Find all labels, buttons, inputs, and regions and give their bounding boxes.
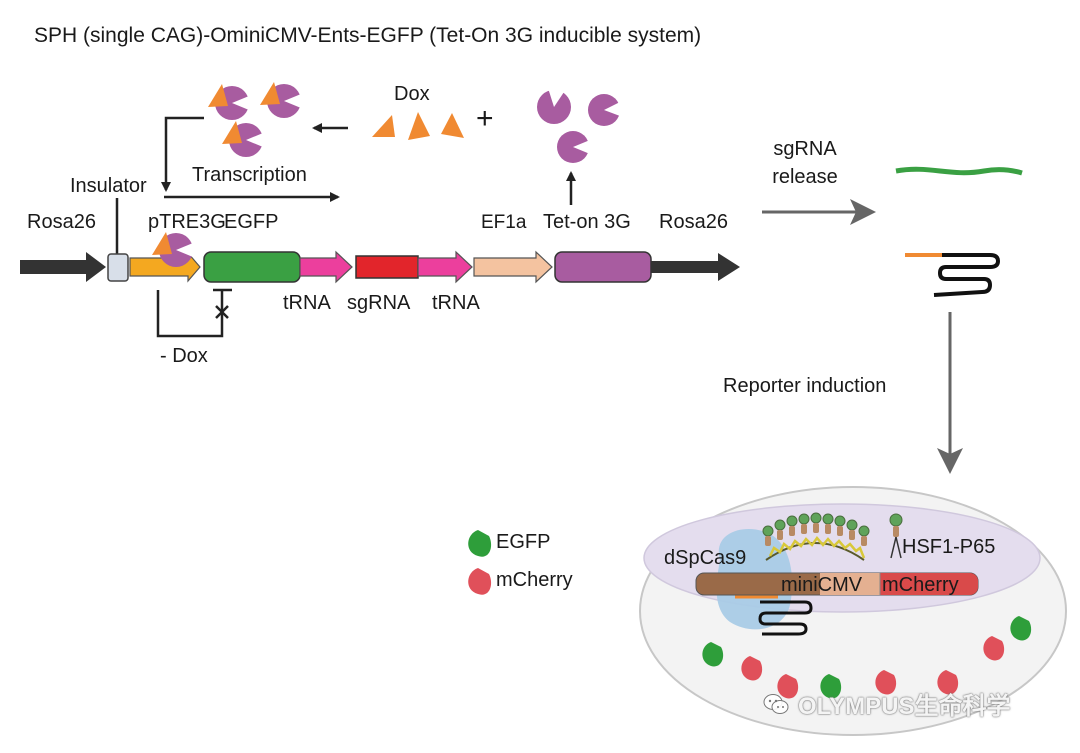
released-rna bbox=[895, 166, 1023, 176]
binding-arrow bbox=[161, 116, 204, 192]
bound-complex-1 bbox=[208, 84, 249, 120]
hsf1-p65-label: HSF1-P65 bbox=[902, 536, 996, 558]
rosa26-right-label: Rosa26 bbox=[659, 211, 728, 233]
minus-dox-label: - Dox bbox=[160, 345, 208, 367]
watermark-text: OLYMPUS生命科学 bbox=[798, 693, 1011, 720]
insulator-label: Insulator bbox=[70, 175, 147, 197]
sgrna-structure bbox=[905, 253, 1001, 297]
reporter-induction-label: Reporter induction bbox=[723, 375, 887, 397]
rosa26-left-label: Rosa26 bbox=[27, 211, 96, 233]
legend-markers bbox=[468, 530, 492, 595]
bound-complex-3 bbox=[222, 121, 263, 157]
minicmv-label: miniCMV bbox=[781, 574, 863, 596]
wechat-icon bbox=[763, 693, 789, 714]
diagram-title: SPH (single CAG)-OminiCMV-Ents-EGFP (Tet… bbox=[34, 24, 702, 47]
repression-path bbox=[156, 290, 224, 338]
dspcas9-label: dSpCas9 bbox=[664, 547, 747, 569]
teton3g-label: Tet-on 3G bbox=[543, 211, 631, 233]
cell bbox=[639, 486, 1067, 736]
sgrna-release-label-line2: release bbox=[772, 166, 838, 188]
dox-label: Dox bbox=[394, 83, 430, 105]
construct bbox=[20, 232, 740, 284]
legend-mcherry-label: mCherry bbox=[496, 569, 573, 591]
bound-complexes bbox=[208, 82, 301, 157]
trna-left-label: tRNA bbox=[283, 292, 331, 314]
sgrna-release-label-line1: sgRNA bbox=[773, 138, 837, 160]
ptre3g-label: pTRE3G bbox=[148, 211, 226, 233]
mcherry-gene-label: mCherry bbox=[882, 574, 959, 596]
legend-egfp-label: EGFP bbox=[496, 531, 551, 553]
transcription-label: Transcription bbox=[192, 164, 307, 186]
sgrna-gene-label: sgRNA bbox=[347, 292, 411, 314]
egfp-gene-label: EGFP bbox=[224, 211, 279, 233]
bound-complex-2 bbox=[260, 82, 301, 118]
dox-molecules bbox=[372, 112, 464, 140]
ef1a-label: EF1a bbox=[481, 212, 527, 233]
teton-proteins bbox=[537, 88, 620, 163]
watermark: OLYMPUS生命科学 bbox=[762, 686, 1010, 721]
plus-sign: + bbox=[476, 102, 494, 135]
trna-right-label: tRNA bbox=[432, 292, 480, 314]
